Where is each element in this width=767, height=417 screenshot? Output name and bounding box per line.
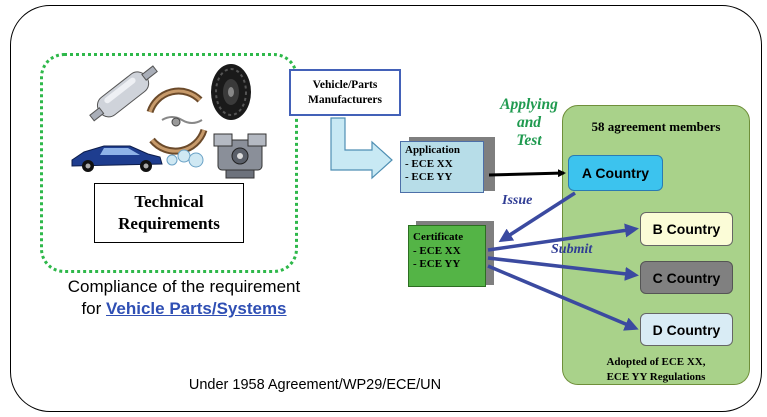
tire-icon <box>211 64 251 120</box>
and-word: and <box>516 114 542 131</box>
exhaust-smoke-icon <box>166 149 204 168</box>
submit-arrow-b <box>487 223 639 252</box>
compliance-caption: Compliance of the requirement for Vehicl… <box>38 276 330 320</box>
technical-requirements-box: Technical Requirements <box>94 183 244 243</box>
application-title: Application <box>405 144 461 156</box>
submit-label: Submit <box>551 242 593 257</box>
flow-arrow-to-application <box>330 117 393 180</box>
application-item-xx: - ECE XX <box>405 157 453 170</box>
applying-word: Applying <box>500 96 558 113</box>
issue-label: Issue <box>502 193 533 208</box>
vehicle-parts-link[interactable]: Vehicle Parts/Systems <box>106 299 287 318</box>
submit-arrow-c <box>487 256 639 281</box>
members-title: 58 agreement members <box>591 119 721 134</box>
apply-arrow <box>488 169 566 178</box>
compliance-line1: Compliance of the requirement <box>67 277 301 296</box>
compliance-prefix: for <box>81 299 107 318</box>
manufacturers-line2: Manufacturers <box>308 93 382 106</box>
muffler-icon <box>89 65 158 122</box>
a-country-box: A Country <box>568 155 663 191</box>
submit-arrow-d <box>487 264 639 331</box>
adopted-line1: Adopted of ECE XX, <box>606 356 706 368</box>
d-country-box: D Country <box>640 313 733 346</box>
application-item-yy: - ECE YY <box>405 171 453 183</box>
test-word: Test <box>516 132 542 149</box>
certificate-document: Certificate - ECE XX - ECE YY <box>408 225 486 287</box>
outer-frame <box>10 5 762 412</box>
requirements-label: Requirements <box>118 214 220 233</box>
agreement-caption: Under 1958 Agreement/WP29/ECE/UN <box>188 377 442 393</box>
technical-label: Technical <box>134 191 204 211</box>
certificate-item-yy: - ECE YY <box>413 258 461 270</box>
engine-icon <box>213 133 267 179</box>
applying-and-test-label: Applying and Test <box>486 96 572 150</box>
adopted-line2: ECE YY Regulations <box>606 371 706 383</box>
manufacturers-line1: Vehicle/Parts <box>312 79 378 92</box>
certificate-title: Certificate <box>413 231 464 243</box>
adopted-caption: Adopted of ECE XX, ECE YY Regulations <box>562 355 750 385</box>
car-icon <box>71 145 163 172</box>
technical-requirements-region <box>40 53 298 273</box>
c-country-box: C Country <box>640 261 733 294</box>
b-country-box: B Country <box>640 212 733 246</box>
application-document: Application - ECE XX - ECE YY <box>400 141 484 193</box>
manufacturers-box: Vehicle/Parts Manufacturers <box>289 69 401 116</box>
issue-arrow <box>498 191 576 243</box>
certificate-item-xx: - ECE XX <box>413 244 461 257</box>
